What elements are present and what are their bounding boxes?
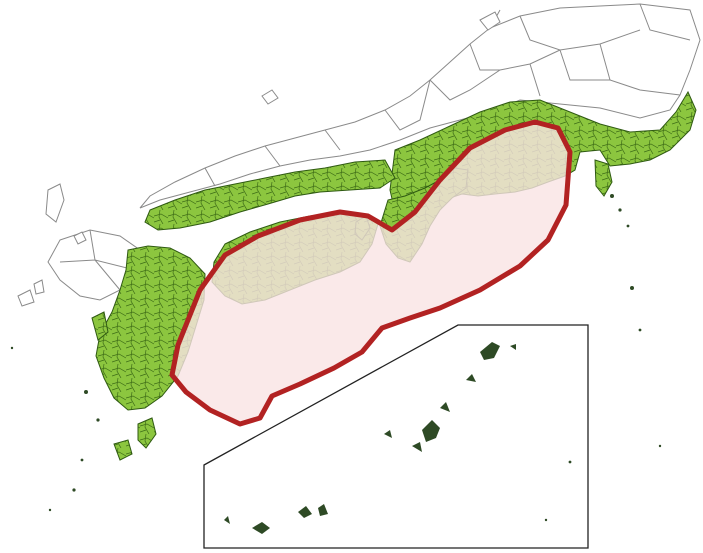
yakushima-green — [113, 439, 133, 461]
kyushu-border — [59, 229, 136, 291]
southern-islands-inset — [203, 324, 589, 549]
prefecture-outlines — [17, 3, 701, 307]
inset-islands — [224, 342, 572, 534]
hazard-zone — [169, 119, 573, 427]
sado-island-outline — [479, 11, 501, 31]
inset-frame — [203, 324, 589, 549]
chugoku-coast-green — [144, 159, 396, 231]
tsushima-outline — [45, 183, 65, 223]
tanegashima-green — [137, 417, 157, 449]
honshu-central-outline — [139, 3, 701, 209]
amakusa-green — [91, 311, 109, 341]
oki-island-outline — [261, 89, 279, 105]
scattered-islets — [10, 194, 662, 512]
goto-islands-outline — [17, 279, 45, 307]
iki-outline — [73, 231, 87, 245]
hachijo-island — [480, 342, 500, 360]
izu-peninsula-green — [594, 159, 613, 197]
izu-islets-chain — [422, 420, 440, 442]
